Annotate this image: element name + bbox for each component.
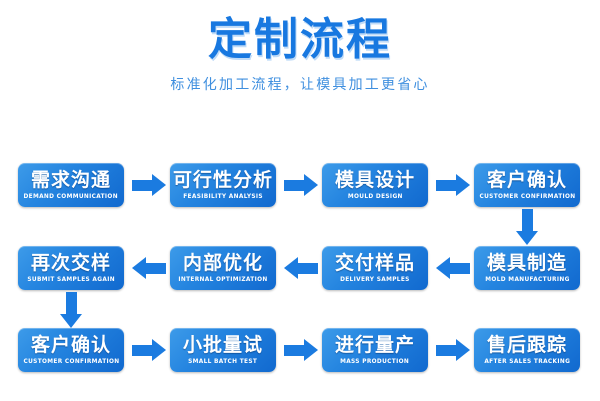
process-step-mould-design[interactable]: 模具设计 MOULD DESIGN bbox=[322, 163, 428, 207]
step-label-cn: 进行量产 bbox=[334, 333, 415, 356]
arrow-left-icon bbox=[132, 257, 166, 279]
step-label-en: FEASIBILITY ANALYSIS bbox=[183, 192, 263, 200]
step-label-en: MASS PRODUCTION bbox=[340, 357, 410, 365]
step-label-en: SMALL BATCH TEST bbox=[188, 357, 258, 365]
arrow-left-icon bbox=[284, 257, 318, 279]
step-label-cn: 模具制造 bbox=[486, 251, 567, 274]
process-step-customer-confirmation-1[interactable]: 客户确认 CUSTOMER CONFIRMATION bbox=[474, 163, 580, 207]
step-label-cn: 可行性分析 bbox=[172, 168, 273, 191]
step-label-cn: 客户确认 bbox=[30, 333, 111, 356]
arrow-right-icon bbox=[284, 339, 318, 361]
process-step-mass-production[interactable]: 进行量产 MASS PRODUCTION bbox=[322, 328, 428, 372]
step-label-en: DEMAND COMMUNICATION bbox=[23, 192, 119, 200]
step-label-cn: 模具设计 bbox=[334, 168, 415, 191]
page-title: 定制流程 bbox=[208, 14, 392, 65]
flow-row-2: 再次交样 SUBMIT SAMPLES AGAIN 内部优化 INTERNAL … bbox=[0, 246, 600, 292]
step-label-cn: 再次交样 bbox=[30, 251, 111, 274]
process-step-customer-confirmation-2[interactable]: 客户确认 CUSTOMER CONFIRMATION bbox=[18, 328, 124, 372]
step-label-en: SUBMIT SAMPLES AGAIN bbox=[27, 275, 115, 283]
arrow-right-icon bbox=[132, 339, 166, 361]
step-label-en: AFTER SALES TRACKING bbox=[484, 357, 570, 365]
process-step-demand-communication[interactable]: 需求沟通 DEMAND COMMUNICATION bbox=[18, 163, 124, 207]
process-step-internal-optimization[interactable]: 内部优化 INTERNAL OPTIMIZATION bbox=[170, 246, 276, 290]
step-label-cn: 交付样品 bbox=[334, 251, 415, 274]
process-step-small-batch-test[interactable]: 小批量试 SMALL BATCH TEST bbox=[170, 328, 276, 372]
step-label-cn: 客户确认 bbox=[486, 168, 567, 191]
step-label-cn: 小批量试 bbox=[182, 333, 263, 356]
header: 定制流程 标准化加工流程，让模具加工更省心 bbox=[0, 0, 600, 94]
step-label-en: MOLD MANUFACTURING bbox=[484, 275, 570, 283]
step-label-en: DELIVERY SAMPLES bbox=[340, 275, 410, 283]
process-step-after-sales-tracking[interactable]: 售后跟踪 AFTER SALES TRACKING bbox=[474, 328, 580, 372]
process-step-feasibility-analysis[interactable]: 可行性分析 FEASIBILITY ANALYSIS bbox=[170, 163, 276, 207]
page-subtitle: 标准化加工流程，让模具加工更省心 bbox=[170, 76, 430, 93]
process-step-submit-samples-again[interactable]: 再次交样 SUBMIT SAMPLES AGAIN bbox=[18, 246, 124, 290]
flow-row-1: 需求沟通 DEMAND COMMUNICATION 可行性分析 FEASIBIL… bbox=[0, 163, 600, 209]
step-label-cn: 内部优化 bbox=[182, 251, 263, 274]
process-step-delivery-samples[interactable]: 交付样品 DELIVERY SAMPLES bbox=[322, 246, 428, 290]
step-label-en: CUSTOMER CONFIRMATION bbox=[22, 357, 120, 365]
step-label-cn: 需求沟通 bbox=[30, 168, 111, 191]
arrow-right-icon bbox=[284, 174, 318, 196]
step-label-en: INTERNAL OPTIMIZATION bbox=[178, 275, 268, 283]
step-label-en: MOULD DESIGN bbox=[347, 192, 403, 200]
arrow-down-icon-row1-to-row2 bbox=[516, 209, 538, 245]
process-step-mold-manufacturing[interactable]: 模具制造 MOLD MANUFACTURING bbox=[474, 246, 580, 290]
arrow-right-icon bbox=[436, 174, 470, 196]
arrow-left-icon bbox=[436, 257, 470, 279]
step-label-cn: 售后跟踪 bbox=[486, 333, 567, 356]
arrow-down-icon-row2-to-row3 bbox=[60, 292, 82, 328]
arrow-right-icon bbox=[132, 174, 166, 196]
step-label-en: CUSTOMER CONFIRMATION bbox=[478, 192, 576, 200]
flow-row-3: 客户确认 CUSTOMER CONFIRMATION 小批量试 SMALL BA… bbox=[0, 328, 600, 374]
arrow-right-icon bbox=[436, 339, 470, 361]
